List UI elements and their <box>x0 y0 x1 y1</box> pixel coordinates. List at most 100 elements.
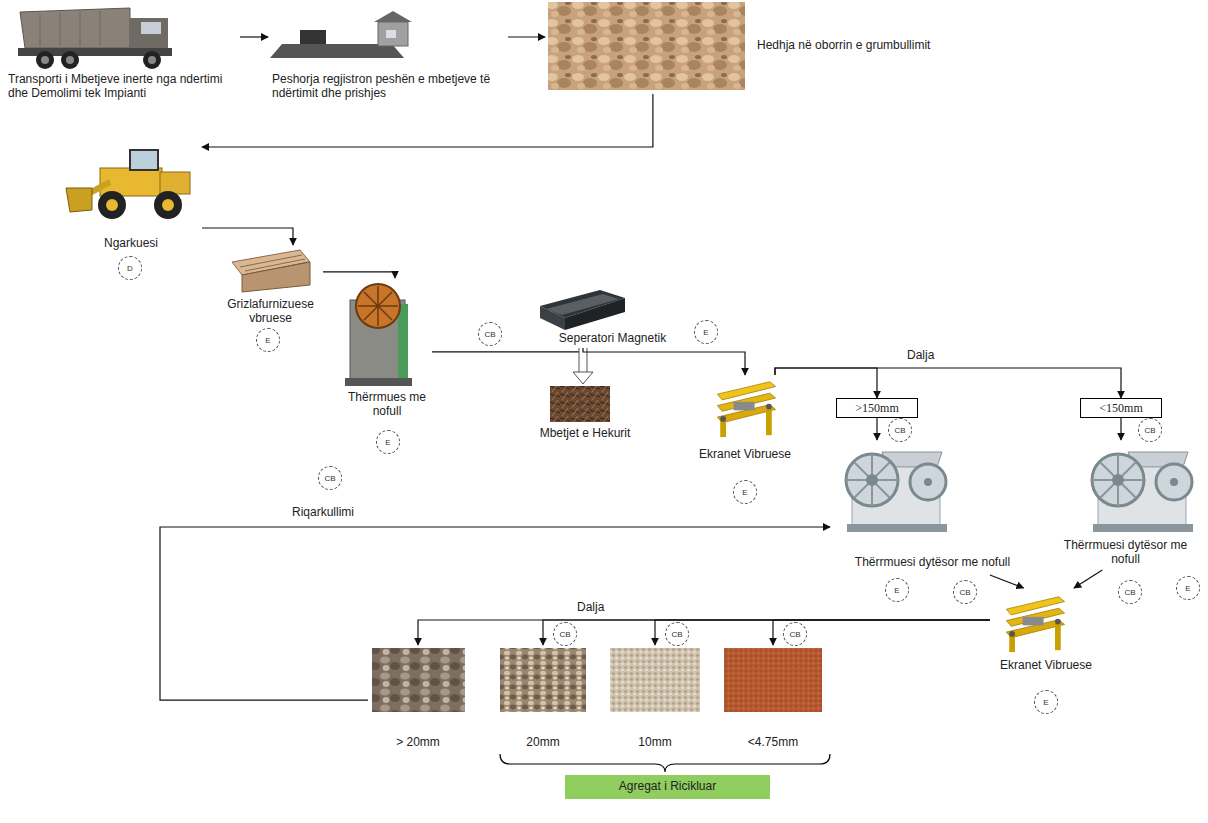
connector-line <box>990 575 1024 588</box>
callout-circle: CB <box>783 622 807 646</box>
node-text: Ekranet Vibruese <box>990 658 1102 672</box>
magnetic-separator-illustration <box>540 306 565 330</box>
connector <box>202 94 653 147</box>
output-label: Dalja <box>575 600 606 614</box>
magnetic-separator-illustration <box>565 298 625 330</box>
wheel-loader-illustration <box>130 150 158 170</box>
vibrating-screen-illustration <box>1006 597 1064 652</box>
grouping-brace <box>500 754 830 772</box>
node-text: 20mm <box>497 735 589 749</box>
node-text: Ekranet Vibruese <box>690 447 800 461</box>
node-text: Ngarkuesi <box>60 236 202 250</box>
scrap-iron-photo <box>550 386 610 422</box>
weighbridge-node: Peshorja regjistron peshën e mbetjeve të… <box>268 4 508 104</box>
callout-code: CB <box>894 426 905 435</box>
wheel-loader-illustration <box>66 150 190 219</box>
connector <box>775 368 1121 398</box>
connector-line <box>202 228 293 245</box>
node-text: > 20mm <box>368 735 468 749</box>
dump-truck-illustration <box>148 56 156 64</box>
connector <box>323 272 395 278</box>
connector <box>877 418 878 440</box>
weighbridge-illustration <box>378 22 408 46</box>
connector <box>418 620 990 645</box>
dump-truck-illustration <box>143 51 161 69</box>
jaw-crusher-illustration <box>345 284 412 386</box>
callout-code: E <box>1185 584 1190 593</box>
node-text: Peshorja regjistron peshën e mbetjeve të… <box>272 72 508 100</box>
connector-line <box>543 620 990 645</box>
connector-line <box>418 620 990 645</box>
connector-line <box>240 36 268 37</box>
callout-code: CB <box>789 630 800 639</box>
node-text: Seperatori Magnetik <box>540 331 685 345</box>
node-text: 10mm <box>606 735 704 749</box>
grizzly-feeder-illustration <box>232 250 310 292</box>
node-text: Thërrmues me nofull <box>342 390 432 418</box>
dump-truck-illustration <box>61 51 79 69</box>
vibrating-screen-node: Ekranet Vibruese <box>690 375 800 479</box>
dump-truck-illustration <box>20 8 130 48</box>
dump-truck-illustration <box>130 18 168 48</box>
wheel-loader-illustration <box>98 191 126 219</box>
aggregate-photos <box>610 648 700 712</box>
callout-circle: CB <box>478 322 502 346</box>
vibrating-screen-node: Ekranet Vibruese <box>990 588 1102 688</box>
connector-line <box>202 94 653 147</box>
connector-line <box>583 348 745 375</box>
callout-circle: D <box>118 256 142 280</box>
wheel-loader-illustration <box>162 199 174 211</box>
connector <box>1074 570 1102 588</box>
connector <box>573 348 593 384</box>
jaw-crusher-illustration <box>358 286 398 326</box>
connector-line <box>160 527 830 700</box>
waste-pile-node: Hedhja në oborrin e grumbullimit <box>545 2 965 94</box>
callout-circle: E <box>733 480 757 504</box>
callout-circle: CB <box>1118 580 1142 604</box>
connector-line <box>655 620 990 645</box>
callout-code: E <box>1043 698 1048 707</box>
callout-circle: CB <box>665 622 689 646</box>
grizzly-feeder-illustration <box>242 262 310 292</box>
aggregate-photos <box>372 648 822 712</box>
dump-truck-illustration <box>18 8 172 69</box>
callout-code: E <box>742 488 747 497</box>
aggregate-photos <box>372 648 465 712</box>
node-text: Hedhja në oborrin e grumbullimit <box>757 38 962 52</box>
callout-circle: E <box>376 430 400 454</box>
callout-code: CB <box>1124 588 1135 597</box>
callout-circle: E <box>256 328 280 352</box>
callout-code: CB <box>484 330 495 339</box>
node-text: Agregat i Ricikluar <box>565 779 770 793</box>
connector-line <box>773 620 990 645</box>
callout-circle: E <box>1034 690 1058 714</box>
callout-code: E <box>265 336 270 345</box>
node-text: Thërrmuesi dytësor me nofull <box>1048 538 1203 566</box>
aggregate-node: <4.75mm <box>720 645 826 753</box>
jaw-crusher-illustration <box>345 378 412 386</box>
output-label: Dalja <box>905 348 936 362</box>
node-text: >150mm <box>837 401 917 415</box>
magnetic-separator-illustration <box>540 290 625 330</box>
callout-circle: E <box>1176 576 1200 600</box>
connector <box>240 37 268 38</box>
aggregate-photos <box>500 648 586 712</box>
callout-code: E <box>894 586 899 595</box>
size-box: >150mm <box>836 398 918 418</box>
edge-label: Riqarkullimi <box>290 505 356 519</box>
wheel-loader-illustration <box>66 188 92 212</box>
connector-line <box>775 368 1121 398</box>
node-text: Thërrmuesi dytësor me nofull <box>830 555 1035 569</box>
connector-line <box>1120 418 1121 440</box>
result-box: Agregat i Ricikluar <box>565 775 770 799</box>
waste-pile-photo <box>548 2 745 90</box>
node-text: Grizlafurnizuese vbruese <box>218 297 323 325</box>
weighbridge-illustration <box>270 11 412 58</box>
callout-code: CB <box>559 630 570 639</box>
wheel-loader-illustration <box>160 172 190 194</box>
connector <box>508 37 545 38</box>
aggregate-node: 10mm <box>606 645 704 753</box>
weighbridge-illustration <box>374 11 412 22</box>
